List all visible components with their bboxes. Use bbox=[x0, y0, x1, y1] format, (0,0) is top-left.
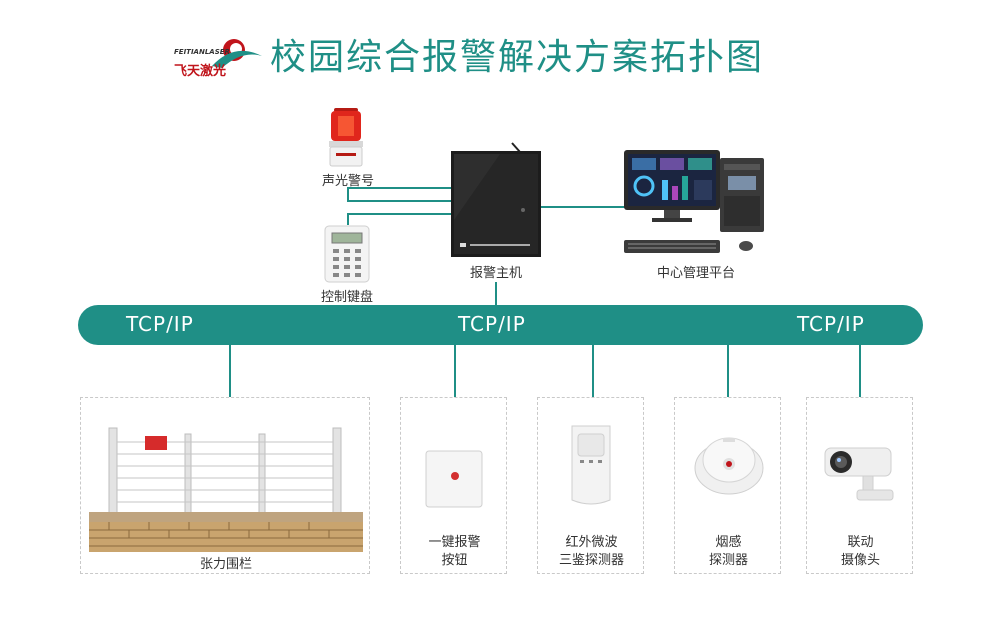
host-bus-link bbox=[495, 282, 497, 306]
host-label: 报警主机 bbox=[469, 266, 522, 281]
siren-icon bbox=[329, 108, 363, 167]
ir-detector-icon bbox=[571, 425, 611, 505]
tcp-ip-bus bbox=[78, 305, 923, 345]
monitor-icon bbox=[624, 150, 720, 222]
platform-device bbox=[624, 150, 766, 255]
ir-label-1: 红外微波 bbox=[565, 535, 618, 550]
siren-link-drop bbox=[347, 187, 349, 201]
camera-label-1: 联动 bbox=[847, 535, 874, 550]
button-label-1: 一键报警 bbox=[428, 535, 481, 550]
fence-icon bbox=[89, 427, 363, 552]
button-card: 一键报警 按钮 bbox=[400, 397, 507, 574]
smoke-link bbox=[727, 345, 729, 397]
pc-tower-icon bbox=[720, 158, 764, 232]
page-title: 校园综合报警解决方案拓扑图 bbox=[270, 37, 765, 78]
camera-label-2: 摄像头 bbox=[840, 553, 880, 568]
keypad-label: 控制键盘 bbox=[320, 290, 373, 305]
keypad-device bbox=[324, 225, 370, 283]
company-logo bbox=[172, 36, 264, 80]
ir-link bbox=[592, 345, 594, 397]
keypad-link bbox=[347, 213, 452, 215]
button-label-2: 按钮 bbox=[441, 553, 468, 568]
camera-icon bbox=[824, 447, 894, 501]
smoke-detector-icon bbox=[694, 437, 764, 495]
logo-text-en: FEITIANLASER bbox=[174, 48, 230, 56]
ir-label-2: 三鉴探测器 bbox=[558, 553, 624, 568]
ir-card: 红外微波 三鉴探测器 bbox=[537, 397, 644, 574]
platform-label: 中心管理平台 bbox=[656, 266, 735, 281]
siren-link bbox=[347, 187, 452, 189]
alarm-host-device bbox=[450, 140, 542, 258]
siren-label: 声光警号 bbox=[321, 174, 374, 189]
smoke-label-2: 探测器 bbox=[708, 553, 748, 568]
keyboard-icon bbox=[624, 240, 753, 253]
logo-text-cn: 飞天激光 bbox=[174, 64, 227, 79]
camera-link bbox=[859, 345, 861, 397]
siren-device bbox=[326, 108, 366, 168]
logo-swirl-icon bbox=[212, 39, 262, 68]
fence-link bbox=[229, 345, 231, 397]
keypad-icon bbox=[324, 225, 370, 283]
bus-label-left: TCP/IP bbox=[126, 312, 194, 336]
fence-card: 张力围栏 bbox=[80, 397, 370, 574]
keypad-link-drop bbox=[347, 213, 349, 225]
siren-link-2 bbox=[347, 200, 452, 202]
alarm-host-icon bbox=[451, 142, 541, 257]
camera-card: 联动 摄像头 bbox=[806, 397, 913, 574]
smoke-card: 烟感 探测器 bbox=[674, 397, 781, 574]
button-link bbox=[454, 345, 456, 397]
smoke-label-1: 烟感 bbox=[715, 535, 742, 550]
fence-label: 张力围栏 bbox=[199, 557, 252, 572]
bus-label-center: TCP/IP bbox=[458, 312, 526, 336]
platform-link bbox=[540, 206, 625, 208]
panic-button-icon bbox=[425, 450, 483, 508]
mouse-icon bbox=[739, 241, 753, 251]
bus-label-right: TCP/IP bbox=[797, 312, 865, 336]
